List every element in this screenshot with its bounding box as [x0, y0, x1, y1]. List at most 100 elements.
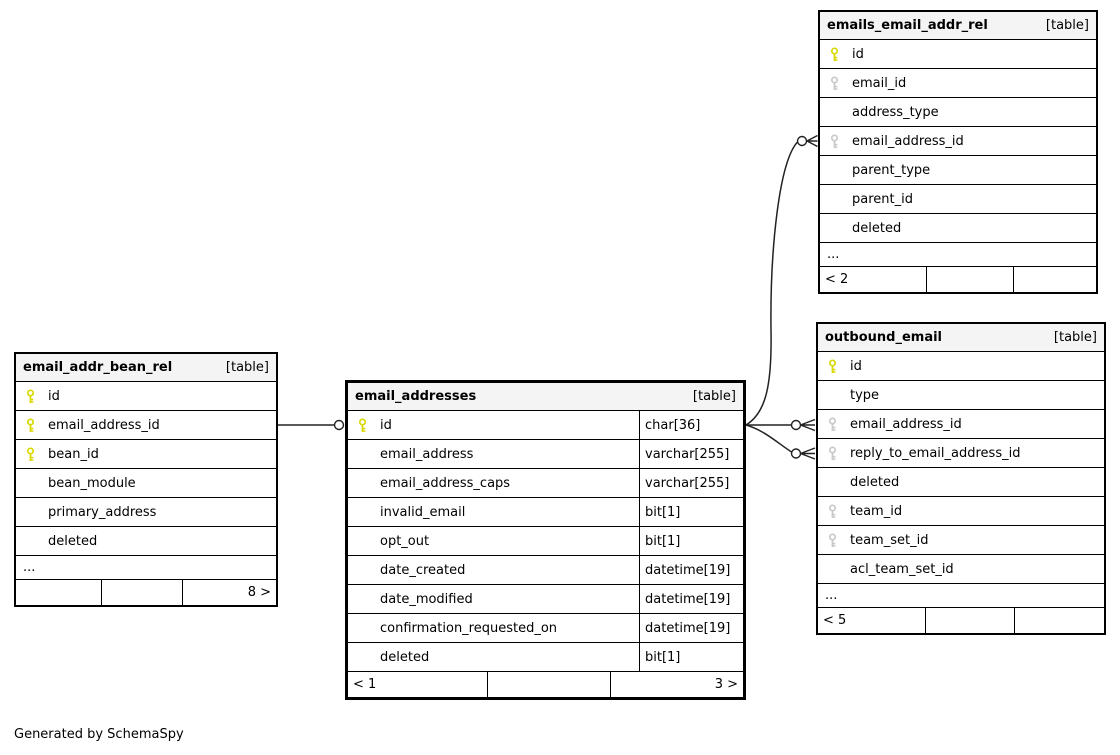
- column-name: id: [48, 388, 60, 404]
- column-name: email_address: [380, 446, 474, 462]
- column-type: datetime[19]: [645, 591, 731, 607]
- table-badge: [table]: [1053, 330, 1097, 345]
- table-footer: < 2: [820, 267, 1096, 292]
- column-name-cell: deleted: [348, 643, 640, 671]
- crowfoot-arrow: [800, 418, 816, 432]
- column-row-type: type: [818, 381, 1104, 410]
- table-title[interactable]: email_addresses: [355, 389, 477, 404]
- column-row-date_modified: date_modified datetime[19]: [348, 585, 743, 614]
- column-type: bit[1]: [645, 533, 681, 549]
- footer-cell-middle: [487, 672, 610, 697]
- footer-cell-children: 8 >: [182, 580, 276, 605]
- column-name: id: [850, 358, 862, 374]
- column-name: deleted: [48, 533, 98, 549]
- column-row-email_address_id: email_address_id: [16, 411, 276, 440]
- column-name-cell: parent_type: [820, 156, 1096, 184]
- crowfoot-arrow: [806, 134, 818, 148]
- relationship-line: [745, 141, 799, 426]
- column-type: bit[1]: [645, 504, 681, 520]
- column-name: deleted: [380, 649, 430, 665]
- table-title[interactable]: email_addr_bean_rel: [23, 360, 173, 375]
- column-name-cell: primary_address: [16, 498, 276, 526]
- column-name: date_created: [380, 562, 466, 578]
- column-name-cell: email_address: [348, 440, 640, 468]
- footer-cell-parents: [16, 580, 101, 605]
- column-name-cell: deleted: [818, 468, 1104, 496]
- table-title[interactable]: outbound_email: [825, 330, 942, 345]
- column-row-acl_team_set_id: acl_team_set_id: [818, 555, 1104, 584]
- table-header: outbound_email [table]: [818, 324, 1104, 352]
- column-name-cell: date_created: [348, 556, 640, 584]
- footer-cell-parents: < 2: [825, 272, 849, 287]
- ellipsis-row: ...: [818, 584, 1104, 608]
- primary-key-icon: [356, 417, 380, 433]
- column-row-bean_id: bean_id: [16, 440, 276, 469]
- column-type: datetime[19]: [645, 562, 731, 578]
- foreign-key-icon: [826, 532, 850, 548]
- column-row-reply_to_email_address_id: reply_to_email_address_id: [818, 439, 1104, 468]
- column-row-confirmation_requested_on: confirmation_requested_on datetime[19]: [348, 614, 743, 643]
- column-name-cell: bean_module: [16, 469, 276, 497]
- column-type: varchar[255]: [645, 446, 730, 462]
- column-row-id: id: [16, 382, 276, 411]
- column-row-email_id: email_id: [820, 69, 1096, 98]
- column-name: opt_out: [380, 533, 430, 549]
- column-name-cell: acl_team_set_id: [818, 555, 1104, 583]
- footer-cell-middle: [925, 608, 1014, 633]
- foreign-key-icon: [826, 416, 850, 432]
- column-name: primary_address: [48, 504, 157, 520]
- table-title[interactable]: emails_email_addr_rel: [827, 18, 988, 33]
- column-row-id: id: [818, 352, 1104, 381]
- column-row-parent_type: parent_type: [820, 156, 1096, 185]
- column-row-email_address_id: email_address_id: [818, 410, 1104, 439]
- column-name: bean_id: [48, 446, 99, 462]
- column-row-email_address: email_address varchar[255]: [348, 440, 743, 469]
- column-name-cell: deleted: [820, 214, 1096, 242]
- column-name: parent_id: [852, 191, 913, 207]
- column-row-deleted: deleted: [818, 468, 1104, 497]
- column-type: bit[1]: [645, 649, 681, 665]
- column-name: team_set_id: [850, 532, 929, 548]
- column-row-opt_out: opt_out bit[1]: [348, 527, 743, 556]
- footer-cell-middle: [926, 267, 1013, 292]
- column-name: deleted: [850, 474, 900, 490]
- relationship-line: [745, 424, 792, 453]
- column-name: invalid_email: [380, 504, 466, 520]
- ellipsis-row: ...: [16, 556, 276, 580]
- column-row-parent_id: parent_id: [820, 185, 1096, 214]
- column-row-email_address_id: email_address_id: [820, 127, 1096, 156]
- column-name: reply_to_email_address_id: [850, 445, 1021, 461]
- column-type: datetime[19]: [645, 620, 731, 636]
- column-name-cell: date_modified: [348, 585, 640, 613]
- relationship-email_addresses-to-outbound_email-address: [746, 418, 816, 432]
- column-name-cell: reply_to_email_address_id: [818, 439, 1104, 467]
- cardinality-circle: [790, 419, 802, 431]
- column-name: address_type: [852, 104, 939, 120]
- column-row-address_type: address_type: [820, 98, 1096, 127]
- column-name-cell: team_id: [818, 497, 1104, 525]
- column-name-cell: bean_id: [16, 440, 276, 468]
- primary-key-icon: [24, 446, 48, 462]
- foreign-key-icon: [828, 75, 852, 91]
- column-name: email_id: [852, 75, 907, 91]
- cardinality-circle: [796, 135, 808, 147]
- column-name-cell: opt_out: [348, 527, 640, 555]
- footer-cell-parents: < 5: [823, 613, 847, 628]
- column-row-id: id: [820, 40, 1096, 69]
- table-badge: [table]: [225, 360, 269, 375]
- primary-key-icon: [826, 358, 850, 374]
- table-badge: [table]: [692, 389, 736, 404]
- generator-note: Generated by SchemaSpy: [14, 727, 184, 742]
- column-name-cell: team_set_id: [818, 526, 1104, 554]
- column-name-cell: confirmation_requested_on: [348, 614, 640, 642]
- column-name: team_id: [850, 503, 903, 519]
- table-footer: < 5: [818, 608, 1104, 633]
- footer-cell-children: [1014, 608, 1104, 633]
- footer-cell-children: [1013, 267, 1096, 292]
- table-footer: < 1 3 >: [348, 672, 743, 697]
